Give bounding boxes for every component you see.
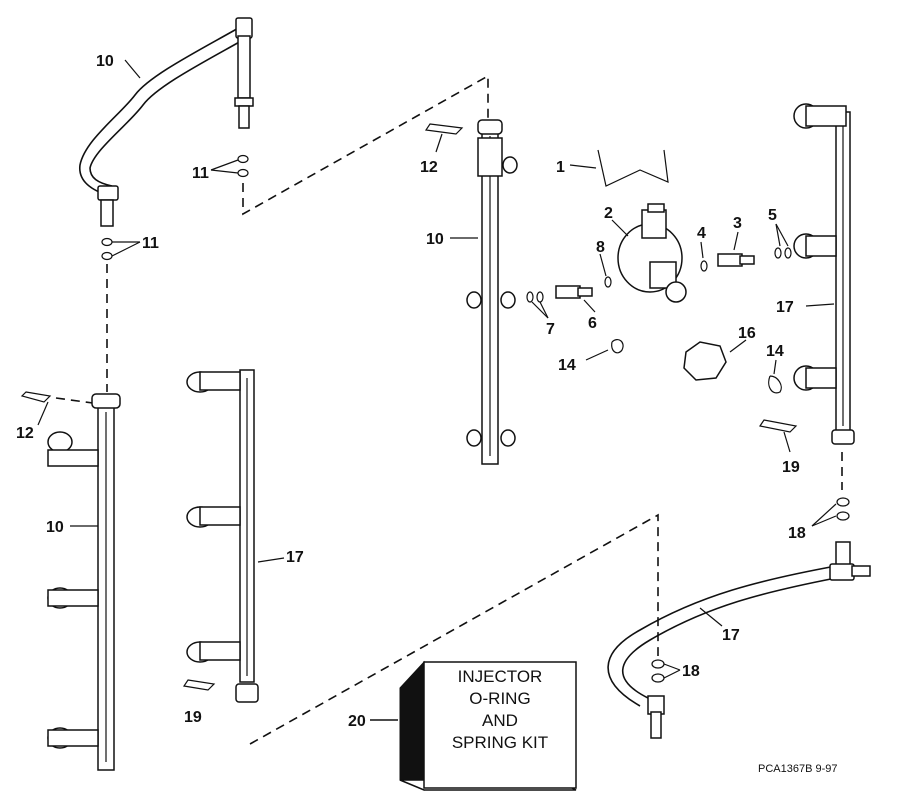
callout-12b: 12 bbox=[420, 159, 438, 176]
callout-14a: 14 bbox=[558, 357, 576, 374]
kit-line-2: O-RING bbox=[469, 689, 530, 708]
fitting-3 bbox=[717, 253, 755, 267]
clip-12-left bbox=[20, 391, 52, 403]
callout-8: 8 bbox=[596, 239, 605, 256]
clip-19-right bbox=[759, 419, 798, 433]
fuel-rail-left bbox=[47, 393, 121, 771]
kit-box-20: INJECTOR O-RING AND SPRING KIT bbox=[399, 660, 577, 791]
callout-7: 7 bbox=[546, 321, 555, 338]
callout-11a: 11 bbox=[192, 165, 209, 182]
callout-17b: 17 bbox=[776, 299, 794, 316]
callout-17a: 17 bbox=[286, 549, 304, 566]
callout-12a: 12 bbox=[16, 425, 34, 442]
kit-line-4: SPRING KIT bbox=[452, 733, 548, 752]
retainer-14-right bbox=[768, 375, 782, 394]
o-rings-18 bbox=[651, 497, 850, 683]
fuel-hose-lower-right bbox=[607, 541, 871, 739]
callout-19b: 19 bbox=[782, 459, 800, 476]
fitting-6 bbox=[555, 285, 593, 299]
spring-clip-1 bbox=[597, 149, 669, 187]
fuel-hose-upper-left bbox=[79, 17, 254, 227]
callout-18a: 18 bbox=[788, 525, 806, 542]
retainer-14-left bbox=[611, 338, 624, 354]
callout-3: 3 bbox=[733, 215, 742, 232]
fuel-rail-middle-left bbox=[186, 369, 259, 703]
callout-18b: 18 bbox=[682, 663, 700, 680]
callout-5: 5 bbox=[768, 207, 777, 224]
drawing-code: PCA1367B 9-97 bbox=[758, 763, 838, 775]
callout-11b: 11 bbox=[142, 235, 159, 252]
callout-17c: 17 bbox=[722, 627, 740, 644]
plug-16 bbox=[683, 341, 727, 381]
clip-12-center bbox=[424, 123, 464, 135]
callout-10a: 10 bbox=[96, 53, 114, 70]
callout-10c: 10 bbox=[426, 231, 444, 248]
fuel-rail-center bbox=[466, 119, 518, 465]
callout-16: 16 bbox=[738, 325, 756, 342]
callout-20: 20 bbox=[348, 713, 366, 730]
kit-line-1: INJECTOR bbox=[458, 667, 543, 686]
callout-19a: 19 bbox=[184, 709, 202, 726]
fuel-rail-right bbox=[793, 103, 855, 445]
clip-19-left bbox=[182, 679, 216, 691]
callout-14b: 14 bbox=[766, 343, 784, 360]
callout-1: 1 bbox=[556, 159, 565, 176]
callout-2: 2 bbox=[604, 205, 613, 222]
kit-line-3: AND bbox=[482, 711, 518, 730]
pressure-regulator-2 bbox=[617, 203, 687, 303]
callout-4: 4 bbox=[697, 225, 706, 242]
callout-10b: 10 bbox=[46, 519, 64, 536]
callout-6: 6 bbox=[588, 315, 597, 332]
